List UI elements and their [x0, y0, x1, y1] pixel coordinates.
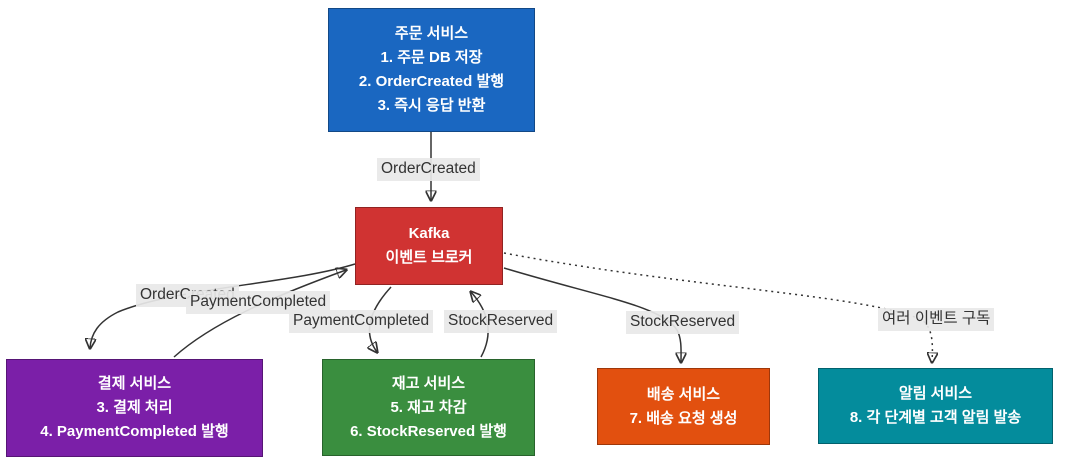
node-shipping-step-1: 7. 배송 요청 생성 — [629, 409, 738, 427]
node-order-step-3: 3. 즉시 응답 반환 — [377, 97, 486, 114]
node-payment-service: 결제 서비스 3. 결제 처리 4. PaymentCompleted 발행 — [6, 359, 263, 457]
node-order-title: 주문 서비스 — [394, 25, 469, 42]
edge-label-order-created-main: OrderCreated — [377, 158, 480, 181]
node-kafka-title: Kafka — [408, 225, 450, 242]
node-shipping-title: 배송 서비스 — [646, 385, 721, 403]
node-shipping-service: 배송 서비스 7. 배송 요청 생성 — [597, 368, 770, 445]
node-kafka-subtitle: 이벤트 브로커 — [385, 249, 473, 266]
node-stock-title: 재고 서비스 — [391, 374, 466, 392]
edge-label-multi-event-subscribe: 여러 이벤트 구독 — [878, 308, 995, 331]
edge-label-payment-completed-up: PaymentCompleted — [186, 291, 331, 314]
edge-label-payment-completed-down: PaymentCompleted — [289, 310, 434, 333]
node-payment-step-1: 3. 결제 처리 — [96, 399, 173, 416]
node-kafka-broker: Kafka 이벤트 브로커 — [355, 207, 503, 285]
node-notification-title: 알림 서비스 — [898, 385, 973, 402]
node-stock-service: 재고 서비스 5. 재고 차감 6. StockReserved 발행 — [322, 359, 535, 456]
node-payment-title: 결제 서비스 — [97, 375, 172, 392]
node-stock-step-2: 6. StockReserved 발행 — [350, 422, 507, 440]
node-notification-service: 알림 서비스 8. 각 단계별 고객 알림 발송 — [818, 368, 1053, 444]
node-payment-step-2: 4. PaymentCompleted 발행 — [40, 423, 229, 440]
edge-label-stock-reserved-down: StockReserved — [626, 311, 740, 334]
node-notification-step-1: 8. 각 단계별 고객 알림 발송 — [849, 409, 1022, 426]
edge-label-stock-reserved-up: StockReserved — [444, 310, 558, 333]
edge-kafka-to-notification — [503, 252, 932, 362]
node-stock-step-1: 5. 재고 차감 — [390, 398, 467, 416]
node-order-service: 주문 서비스 1. 주문 DB 저장 2. OrderCreated 발행 3.… — [328, 8, 535, 132]
node-order-step-2: 2. OrderCreated 발행 — [358, 73, 505, 90]
node-order-step-1: 1. 주문 DB 저장 — [380, 49, 483, 66]
